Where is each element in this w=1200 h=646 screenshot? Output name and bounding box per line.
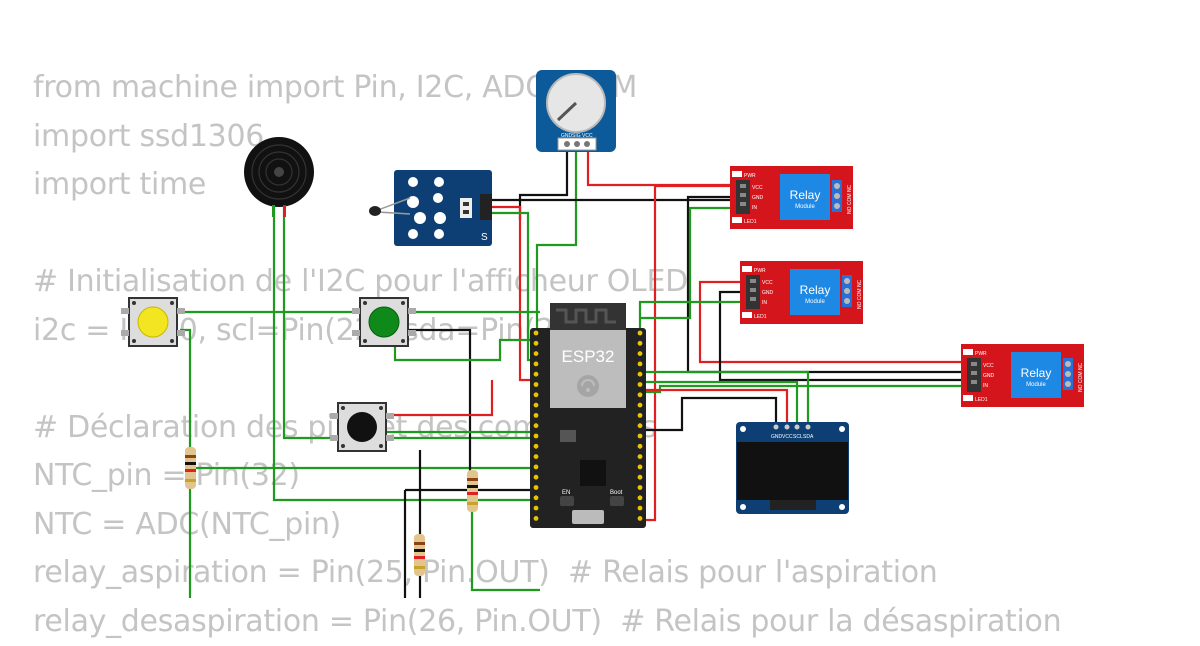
relay-2-led: LED1 [754,314,767,320]
esp32-pin[interactable] [638,423,643,428]
wire[interactable] [472,512,540,590]
wire[interactable] [385,380,492,415]
esp32-pin[interactable] [534,392,539,397]
esp32-pin[interactable] [638,403,643,408]
resistor-3[interactable] [414,534,425,576]
relay-1-pin-gnd: GND [752,195,764,201]
esp32-pin[interactable] [638,392,643,397]
esp32-en-label: EN [562,490,570,496]
oled-pin-scl: SCL [793,434,803,440]
esp32-pin[interactable] [534,485,539,490]
pot-pin-gnd: GND [561,133,573,139]
esp32-pin[interactable] [534,516,539,521]
relay-1-led: LED1 [744,219,757,225]
esp32-pin[interactable] [638,413,643,418]
esp32-pin[interactable] [638,331,643,336]
oled-display[interactable]: GND VCC SCL SDA [736,422,849,514]
relay-2-pin-vcc: VCC [762,280,773,286]
esp32-pin[interactable] [638,485,643,490]
relay-1-pin-vcc: VCC [752,185,763,191]
relay-2-pwr: PWR [754,268,766,274]
pot-pin-sig: SIG [572,133,581,139]
relay-3-pin-gnd: GND [983,373,995,379]
relay-1-subtitle: Module [795,204,815,210]
relay-1-terminals: NO COM NC [847,184,853,214]
esp32-pin[interactable] [638,465,643,470]
wire[interactable] [395,340,540,360]
esp32-pin[interactable] [638,516,643,521]
esp32-pin[interactable] [534,506,539,511]
esp32-board[interactable]: ESP32 EN Boot [530,303,646,528]
relay-2-title: Relay [800,283,831,297]
relay-3-pwr: PWR [975,351,987,357]
relay-3-pin-in: IN [983,383,988,389]
esp32-pin[interactable] [534,413,539,418]
relay-2-pin-in: IN [762,300,767,306]
resistor-2[interactable] [467,470,478,512]
wire[interactable] [640,390,787,427]
esp32-pin[interactable] [534,495,539,500]
esp32-pin[interactable] [638,434,643,439]
esp32-pin[interactable] [638,372,643,377]
pot-pin-vcc: VCC [582,133,593,139]
resistor-1[interactable] [185,447,196,489]
wire[interactable] [537,147,576,330]
esp32-pin[interactable] [638,382,643,387]
relay-1-pin-in: IN [752,205,757,211]
esp32-pin[interactable] [638,351,643,356]
relay-1-pwr: PWR [744,173,756,179]
esp32-pin[interactable] [534,444,539,449]
esp32-pin[interactable] [534,454,539,459]
pushbutton-black[interactable] [330,403,394,451]
relay-module-3[interactable]: PWR LED1 VCC GND IN Relay Module NO COM … [961,344,1084,407]
buzzer[interactable] [244,137,314,217]
relay-2-terminals: NO COM NC [857,279,863,309]
esp32-pin[interactable] [534,465,539,470]
esp32-pin[interactable] [534,475,539,480]
esp32-pin[interactable] [534,331,539,336]
relay-3-terminals: NO COM NC [1078,362,1084,392]
ntc-pin-mark: S [481,232,488,243]
relay-3-subtitle: Module [1026,382,1046,388]
relay-module-1[interactable]: PWR LED1 VCC GND IN Relay Module NO COM … [730,166,853,229]
esp32-pin[interactable] [534,434,539,439]
relay-3-pin-vcc: VCC [983,363,994,369]
esp32-pin[interactable] [638,341,643,346]
relay-module-2[interactable]: PWR LED1 VCC GND IN Relay Module NO COM … [740,261,863,324]
wire[interactable] [588,147,730,185]
pushbutton-green[interactable] [352,298,416,346]
oled-pin-sda: SDA [803,434,814,440]
esp32-pin[interactable] [534,382,539,387]
esp32-pin[interactable] [638,475,643,480]
esp32-pin[interactable] [534,351,539,356]
circuit-canvas[interactable]: GND SIG VCC S PWR LED1 VCC GND IN [0,0,1200,630]
wire[interactable] [640,382,797,427]
relay-2-pin-gnd: GND [762,290,774,296]
wire[interactable] [408,330,470,478]
relay-3-title: Relay [1021,366,1052,380]
esp32-pin[interactable] [534,362,539,367]
esp32-pin[interactable] [534,423,539,428]
esp32-pin[interactable] [638,506,643,511]
oled-pin-gnd: GND [771,434,783,440]
relay-3-led: LED1 [975,397,988,403]
wire[interactable] [274,205,530,500]
esp32-pin[interactable] [638,454,643,459]
oled-pin-vcc: VCC [782,434,793,440]
esp32-pin[interactable] [638,495,643,500]
relay-1-title: Relay [790,188,821,202]
esp32-pin[interactable] [638,362,643,367]
relay-2-subtitle: Module [805,299,825,305]
potentiometer[interactable]: GND SIG VCC [536,70,616,152]
pushbutton-yellow[interactable] [121,298,185,346]
esp32-pin[interactable] [534,372,539,377]
esp32-label: ESP32 [562,347,615,366]
ntc-temperature-module[interactable]: S [369,170,492,246]
esp32-pin[interactable] [534,403,539,408]
esp32-pin[interactable] [638,444,643,449]
wire[interactable] [520,147,567,220]
esp32-pin[interactable] [534,341,539,346]
esp32-boot-label: Boot [610,490,623,496]
